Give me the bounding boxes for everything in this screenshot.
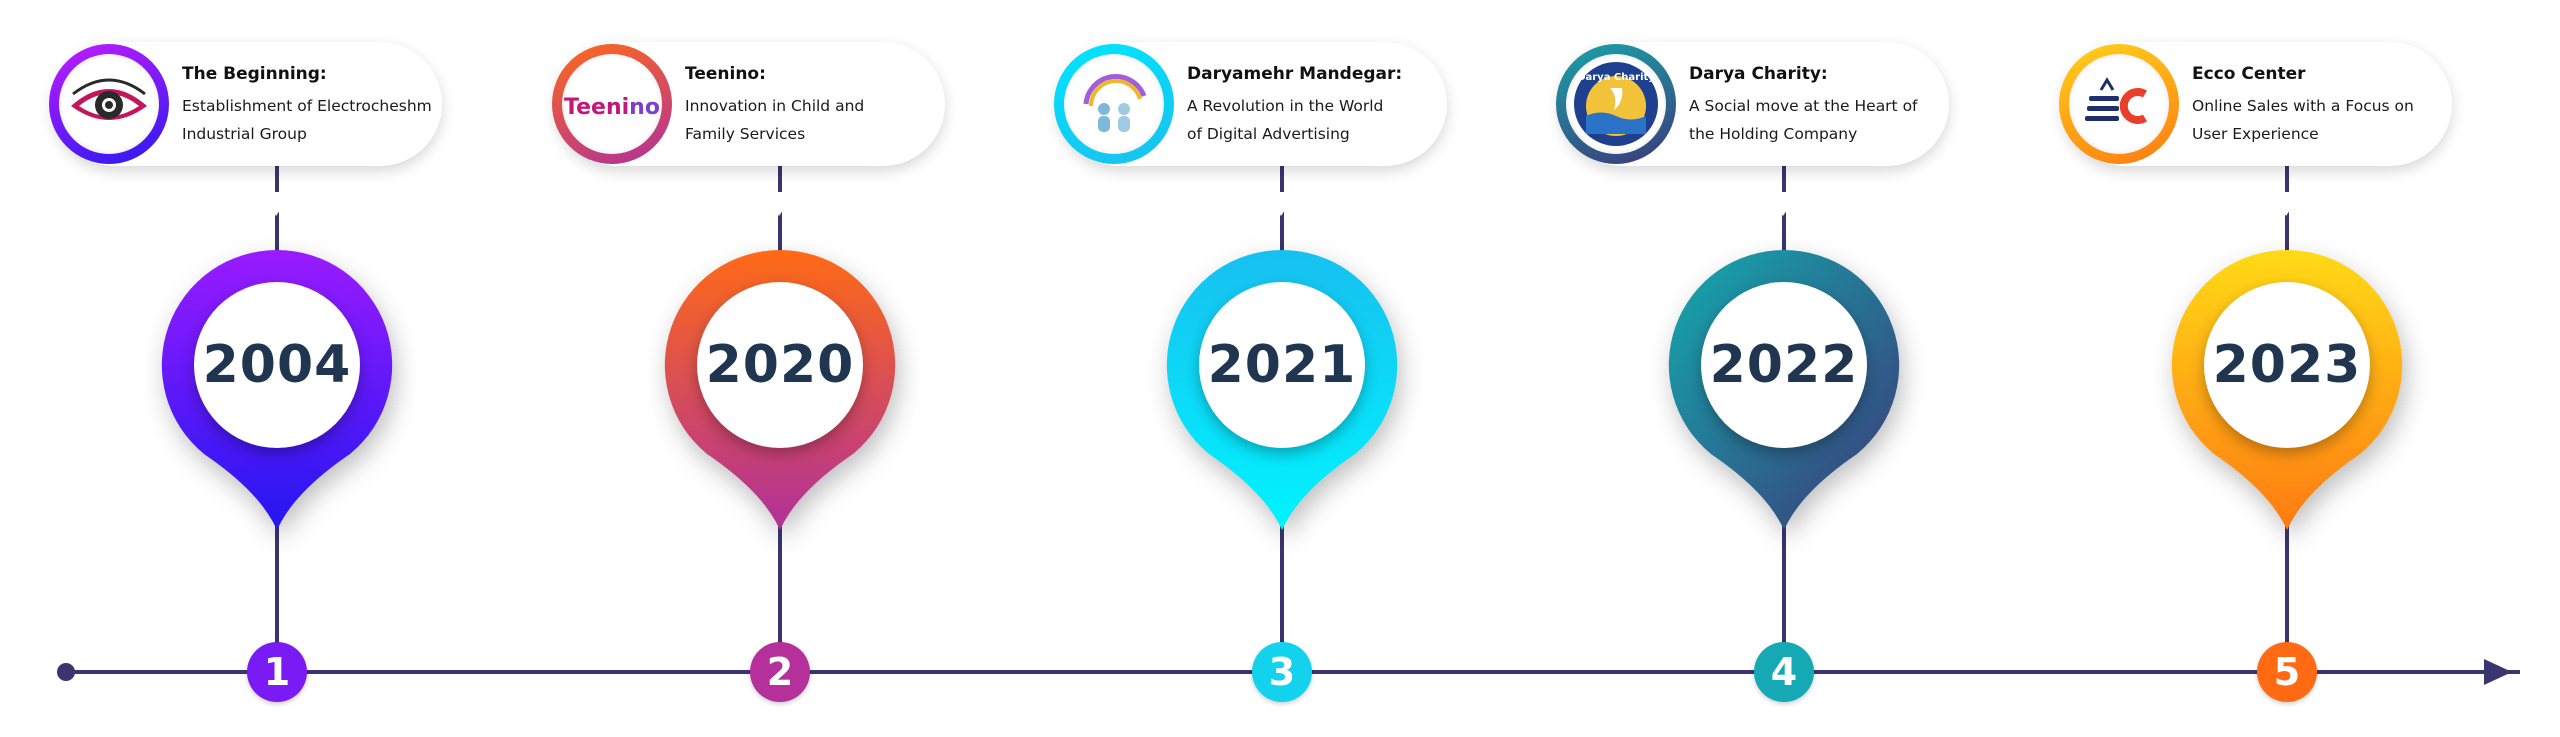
- milestone-3: Daryamehr Mandegar: A Revolution in the …: [1054, 0, 1492, 737]
- step-number-badge: 4: [1754, 642, 1814, 702]
- svg-text:Teenino: Teenino: [564, 95, 660, 120]
- year-circle: 2023: [2204, 282, 2370, 448]
- year-label: 2020: [705, 335, 855, 395]
- milestone-description: A Social move at the Heart of the Holdin…: [1689, 97, 1918, 143]
- milestone-card: Daryamehr Mandegar: A Revolution in the …: [1054, 42, 1447, 216]
- milestone-title: The Beginning:: [182, 64, 327, 84]
- connector-line-bottom: [2285, 500, 2289, 672]
- connector-line-bottom: [275, 500, 279, 672]
- year-circle: 2020: [697, 282, 863, 448]
- year-label: 2021: [1207, 335, 1357, 395]
- milestone-description: Innovation in Child and Family Services: [685, 97, 865, 143]
- logo-ring: [1054, 44, 1174, 164]
- year-circle: 2021: [1199, 282, 1365, 448]
- card-notch: [763, 192, 795, 216]
- step-number-badge: 1: [247, 642, 307, 702]
- milestone-card: Ecco Center Online Sales with a Focus on…: [2059, 42, 2452, 216]
- card-notch: [1767, 192, 1799, 216]
- connector-line-bottom: [778, 500, 782, 672]
- card-notch: [1265, 192, 1297, 216]
- year-label: 2022: [1709, 335, 1859, 395]
- milestone-card: Darya Charity Darya Charity: A Social mo…: [1556, 42, 1949, 216]
- milestone-card: The Beginning: Establishment of Electroc…: [49, 42, 442, 216]
- year-circle: 2004: [194, 282, 360, 448]
- svg-text:Darya Charity: Darya Charity: [1577, 72, 1655, 83]
- logo-ring: Darya Charity: [1556, 44, 1676, 164]
- step-number-badge: 3: [1252, 642, 1312, 702]
- milestone-title: Daryamehr Mandegar:: [1187, 64, 1403, 84]
- year-label: 2004: [202, 335, 352, 395]
- logo-ring: Teenino: [552, 44, 672, 164]
- milestone-5: Ecco Center Online Sales with a Focus on…: [2059, 0, 2497, 737]
- card-notch: [2270, 192, 2302, 216]
- step-number-badge: 2: [750, 642, 810, 702]
- milestone-4: Darya Charity Darya Charity: A Social mo…: [1556, 0, 1994, 737]
- year-circle: 2022: [1701, 282, 1867, 448]
- milestone-description: Online Sales with a Focus on User Experi…: [2192, 97, 2414, 143]
- eye-logo-icon: [71, 78, 147, 120]
- milestone-description: A Revolution in the World of Digital Adv…: [1187, 97, 1384, 143]
- milestone-title: Teenino:: [685, 64, 766, 84]
- card-notch: [260, 192, 292, 216]
- timeline-arrow-icon: [2484, 659, 2512, 685]
- milestone-title: Darya Charity:: [1689, 64, 1828, 84]
- logo-ring: [49, 44, 169, 164]
- year-label: 2023: [2212, 335, 2362, 395]
- teenino-logo-icon: Teenino: [564, 95, 660, 120]
- milestone-title: Ecco Center: [2192, 64, 2306, 84]
- milestone-1: The Beginning: Establishment of Electroc…: [49, 0, 487, 737]
- milestone-2: Teenino Teenino: Innovation in Child and…: [552, 0, 990, 737]
- darya-charity-logo-icon: Darya Charity: [1574, 62, 1658, 146]
- milestone-description: Establishment of Electrocheshm Industria…: [182, 97, 432, 143]
- step-number-badge: 5: [2257, 642, 2317, 702]
- ecco-center-logo-icon: [2085, 77, 2148, 124]
- connector-line-bottom: [1280, 500, 1284, 672]
- timeline-start-dot: [57, 663, 75, 681]
- kids-rainbow-logo-icon: [1083, 74, 1147, 132]
- logo-ring: [2059, 44, 2179, 164]
- milestone-card: Teenino Teenino: Innovation in Child and…: [552, 42, 945, 216]
- connector-line-bottom: [1782, 500, 1786, 672]
